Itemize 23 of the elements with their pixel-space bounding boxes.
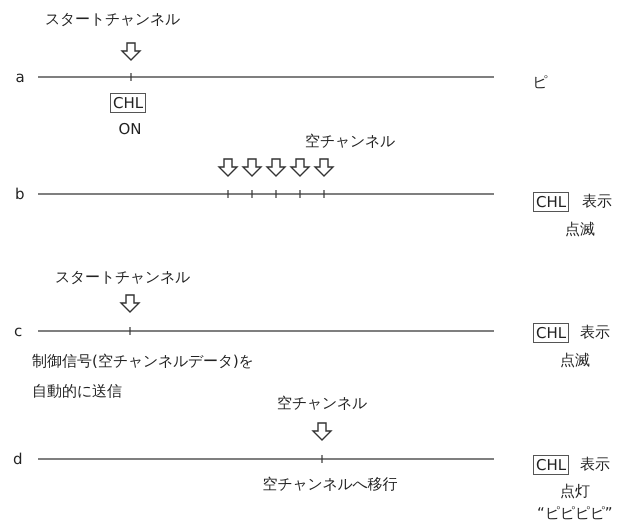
channel-label: スタートチャンネル bbox=[55, 268, 190, 286]
row-label: a bbox=[16, 68, 25, 86]
status-label: “ピピピピ” bbox=[537, 504, 613, 522]
status-label: ON bbox=[118, 120, 142, 138]
status-label: 表示 bbox=[580, 455, 610, 473]
row-label: c bbox=[14, 322, 22, 340]
row-label: b bbox=[15, 185, 25, 203]
indicator-box: CHL bbox=[533, 455, 570, 475]
indicator-box: CHL bbox=[533, 192, 570, 212]
status-label: 点滅 bbox=[565, 220, 595, 238]
status-label: 表示 bbox=[582, 192, 612, 210]
status-label: 点灯 bbox=[560, 482, 590, 500]
channel-label: 空チャンネル bbox=[305, 132, 395, 150]
channel-label: スタートチャンネル bbox=[45, 10, 180, 28]
sound-label: ピ bbox=[532, 73, 548, 91]
channel-label: 空チャンネル bbox=[277, 394, 367, 412]
note-text: 制御信号(空チャンネルデータ)を自動的に送信 bbox=[32, 351, 255, 402]
status-label: 表示 bbox=[580, 323, 610, 341]
indicator-box: CHL bbox=[110, 93, 146, 113]
status-label: 空チャンネルへ移行 bbox=[262, 475, 398, 493]
row-label: d bbox=[13, 450, 23, 468]
indicator-box: CHL bbox=[533, 323, 570, 343]
status-label: 点滅 bbox=[560, 351, 590, 369]
